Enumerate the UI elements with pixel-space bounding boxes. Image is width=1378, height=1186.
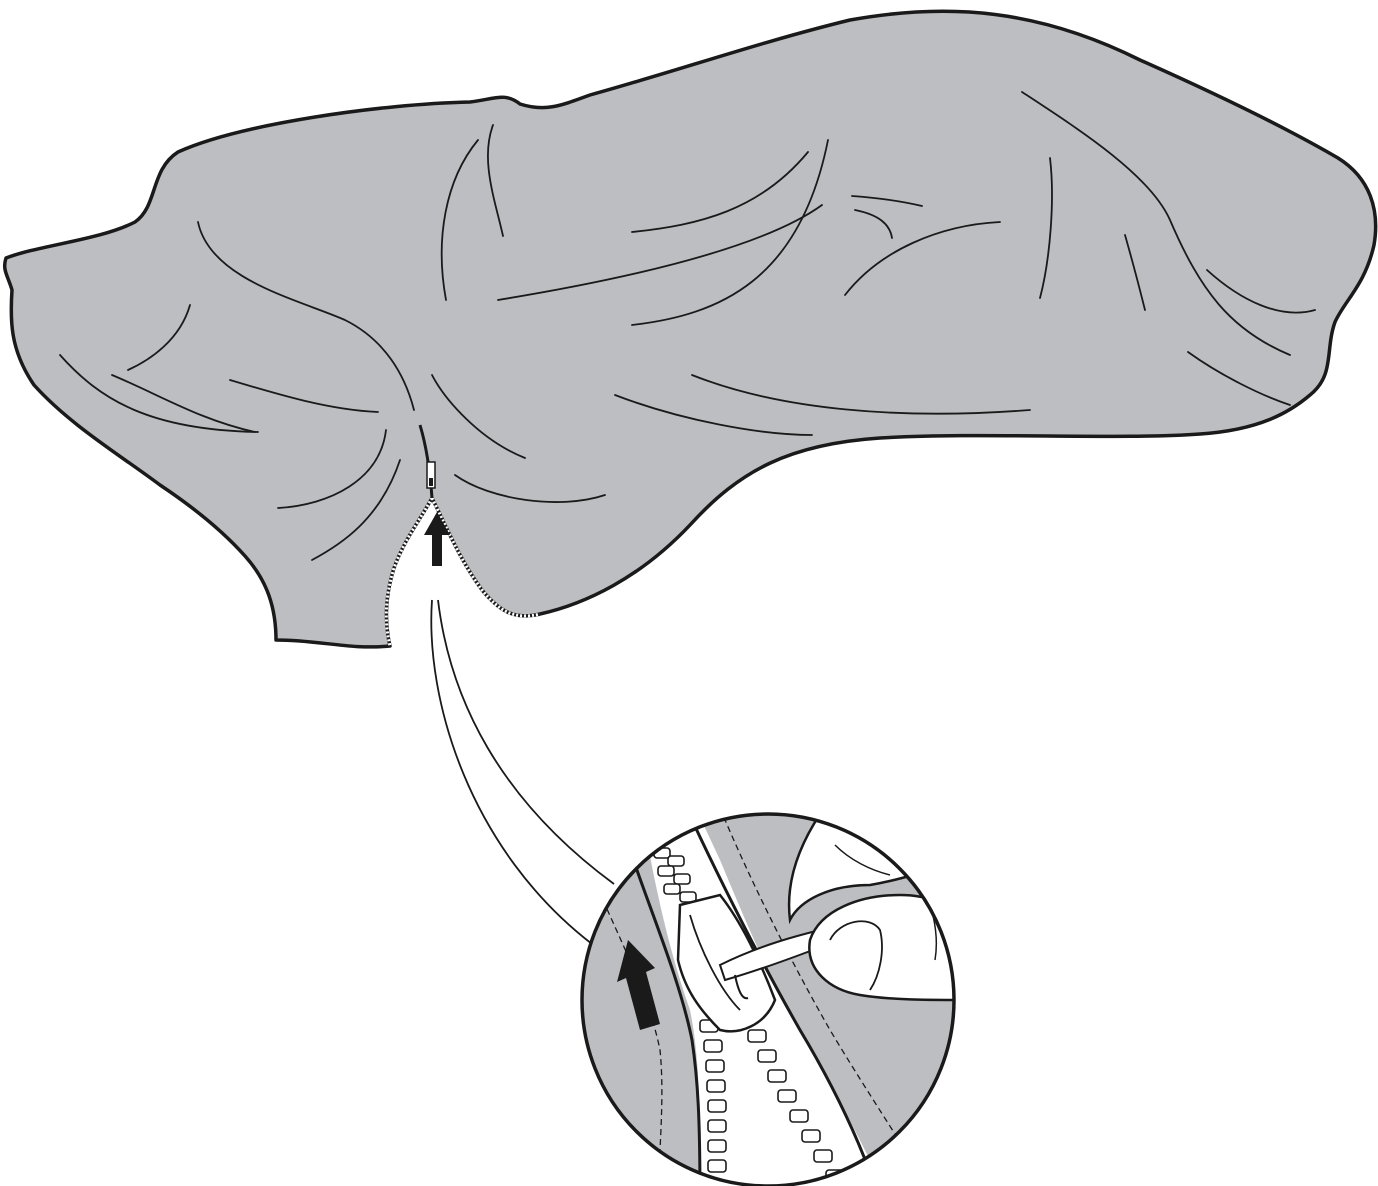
zipper-tooth <box>748 1030 766 1042</box>
zipper-tooth <box>668 856 684 866</box>
zipper-tooth <box>778 1090 796 1102</box>
zipper-tooth <box>706 1060 724 1072</box>
fabric-cover <box>5 11 1376 647</box>
callout-line-left <box>431 600 592 944</box>
zipper-tooth <box>768 1070 786 1082</box>
zipper-tooth <box>708 1160 726 1172</box>
zipper-tooth <box>790 1110 808 1122</box>
zipper-tooth <box>708 1120 726 1132</box>
zipper-tooth <box>802 1130 820 1142</box>
zipper-tooth <box>708 1140 726 1152</box>
zipper-tooth <box>814 1150 832 1162</box>
zipper-detail-view <box>560 800 980 1186</box>
zipper-tooth <box>707 1080 725 1092</box>
zipper-tooth <box>704 1040 722 1052</box>
zipper-tooth <box>708 1100 726 1112</box>
zipper-tooth <box>658 866 674 876</box>
zipper-tooth <box>674 874 690 884</box>
callout-line-right <box>438 600 614 884</box>
zipper-slider-tab <box>429 478 433 486</box>
fabric-cover-body <box>5 11 1376 647</box>
zipper-tooth <box>664 884 680 894</box>
zipper-tooth <box>758 1050 776 1062</box>
callout-connector <box>431 600 614 944</box>
